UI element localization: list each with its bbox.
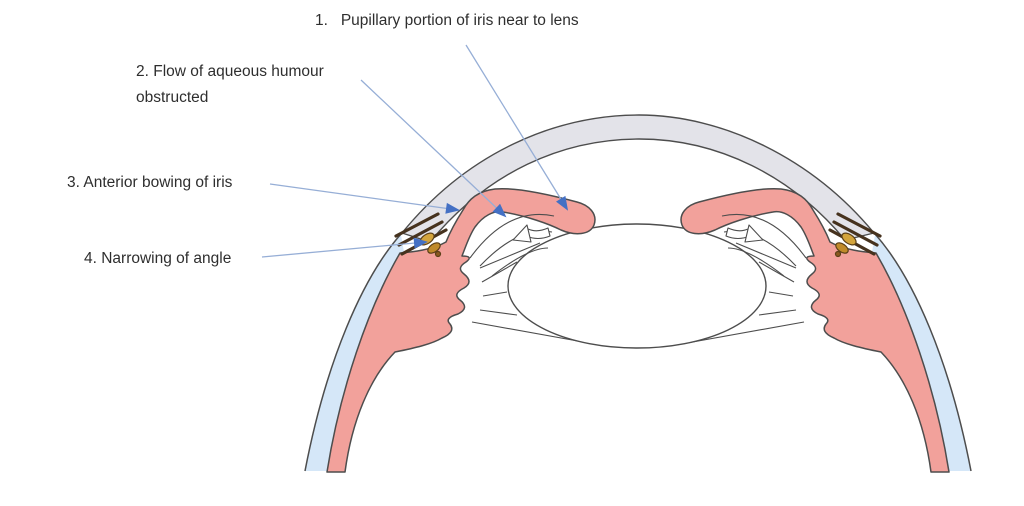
- annotation-label-1: 1. Pupillary portion of iris near to len…: [315, 8, 579, 34]
- annotation-text: obstructed: [136, 89, 209, 106]
- leader-line-1: [465, 44, 569, 211]
- lens: [507, 223, 767, 349]
- sclera-outline-right: [874, 233, 972, 472]
- leader-line-4: [261, 237, 428, 258]
- annotation-text: 4. Narrowing of angle: [84, 250, 232, 267]
- annotation-label-3: 3. Anterior bowing of iris: [67, 170, 232, 196]
- trabecular-meshwork-right: [834, 232, 857, 258]
- annotation-text: 1. Pupillary portion of iris near to len…: [315, 12, 579, 29]
- sclera-outline-left: [304, 233, 402, 472]
- leader-line-2: [360, 79, 507, 218]
- leader-line-3: [269, 183, 460, 214]
- iris-ciliary-choroid-left: [326, 187, 596, 473]
- aqueous-flow-arrow-left: [512, 224, 551, 243]
- annotation-label-2: 2. Flow of aqueous humour obstructed: [136, 59, 324, 111]
- zonular-fibres: [471, 242, 805, 346]
- aqueous-flow-arrow-right: [725, 224, 764, 243]
- annotation-label-4: 4. Narrowing of angle: [84, 246, 231, 272]
- iris-ciliary-choroid-right: [680, 187, 950, 473]
- annotation-text: 3. Anterior bowing of iris: [67, 174, 233, 191]
- annotation-text: 2. Flow of aqueous humour: [136, 63, 324, 80]
